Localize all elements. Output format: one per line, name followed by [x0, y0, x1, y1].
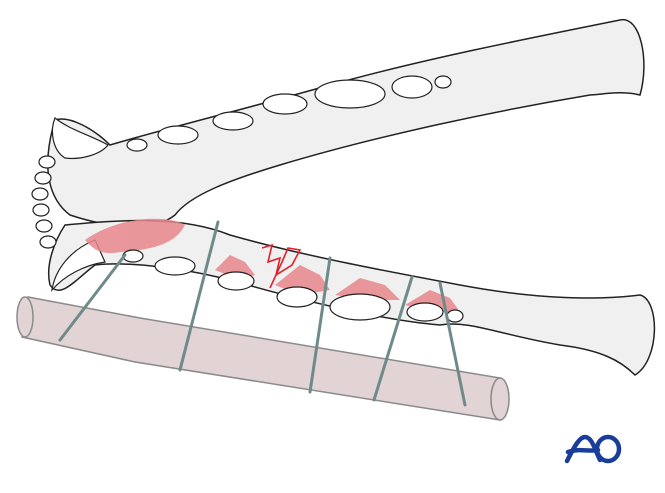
- pin-2: [178, 220, 220, 372]
- pin-1: [58, 253, 127, 342]
- incisor-teeth: [31, 155, 57, 249]
- ao-logo: [564, 434, 622, 464]
- upper-molars: [126, 75, 452, 152]
- canine-tooth-upper: [51, 117, 109, 160]
- lower-molars: [122, 249, 464, 323]
- canine-tooth: [51, 239, 106, 292]
- rod-end-right: [490, 377, 510, 421]
- fixation-pins: [58, 220, 467, 407]
- pin-4: [372, 275, 414, 402]
- pin-5: [438, 281, 467, 407]
- upper-mandible-branch: [47, 19, 645, 228]
- rod-end-left: [16, 296, 34, 338]
- pin-3: [308, 256, 332, 394]
- fracture-line: [261, 243, 302, 289]
